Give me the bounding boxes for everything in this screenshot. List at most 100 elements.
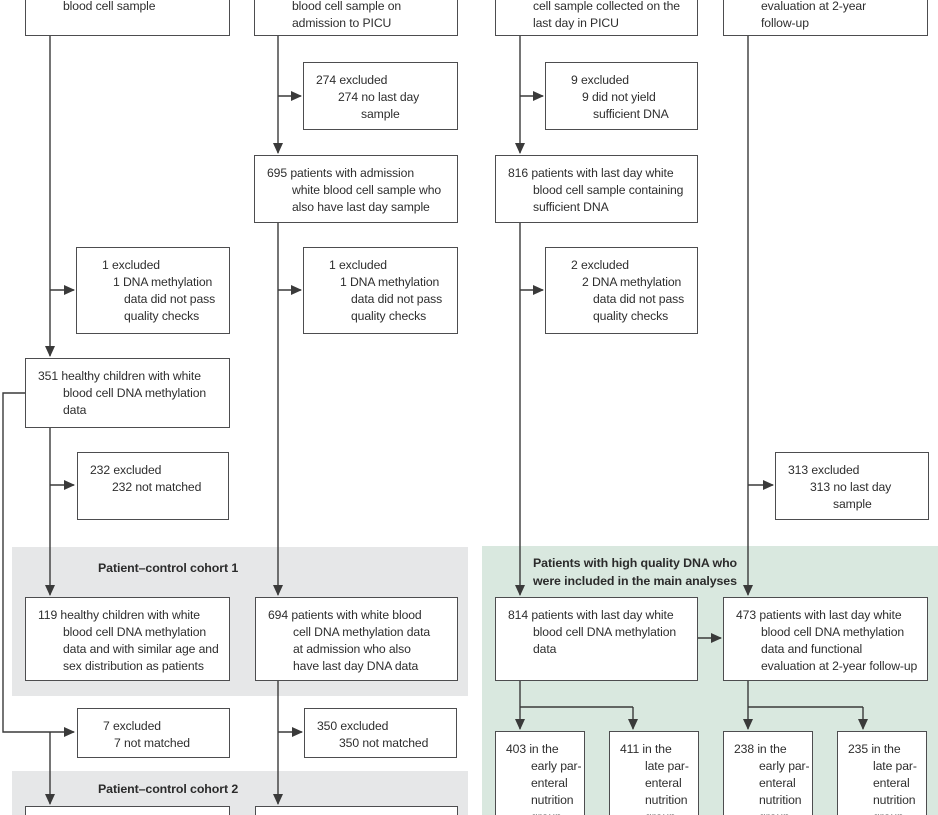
- box-line: blood cell sample: [63, 0, 156, 13]
- box-411-late-pn: 411 in the late par-enteral nutrition group: [609, 731, 699, 815]
- box-excluded-9: 9 excluded 9 did not yield sufficient DNA: [545, 62, 698, 130]
- box-line: have last day DNA data: [293, 659, 419, 673]
- box-line: 350 excluded: [317, 719, 389, 733]
- box-line: enteral: [873, 776, 910, 790]
- box-text: 411 in the late par-enteral nutrition group: [610, 732, 698, 815]
- box-line: sufficient DNA: [533, 200, 609, 214]
- box-235-late-pn: 235 in the late par-enteral nutrition group: [837, 731, 927, 815]
- box-line: data did not pass: [593, 292, 685, 306]
- box-text: 235 in the late par-enteral nutrition group: [838, 732, 926, 815]
- box-line: early par-: [759, 759, 810, 773]
- box-line: enteral: [645, 776, 682, 790]
- box-line: 274 excluded: [316, 73, 388, 87]
- box-line: quality checks: [124, 309, 200, 323]
- label-main-analyses: Patients with high quality DNA who were …: [533, 555, 737, 590]
- box-line: data: [63, 403, 87, 417]
- box-line: 7 excluded: [103, 719, 161, 733]
- box-line: blood cell DNA methylation: [533, 625, 677, 639]
- box-text: 274 excluded 274 no last day sample: [304, 63, 457, 132]
- box-line: also have last day sample: [292, 200, 430, 214]
- box-line: quality checks: [593, 309, 669, 323]
- box-line: last day in PICU: [533, 16, 619, 30]
- label-main-analyses-line2: were included in the main analyses: [533, 573, 737, 588]
- box-cohort2-right: [255, 806, 458, 815]
- box-line: blood cell sample on: [292, 0, 402, 13]
- box-line: 313 no last day: [810, 480, 892, 494]
- box-text: [26, 807, 229, 815]
- box-text: 7 excluded 7 not matched: [78, 709, 229, 761]
- box-text: [256, 807, 457, 815]
- box-line: admission to PICU: [292, 16, 392, 30]
- box-line: nutrition: [873, 793, 916, 807]
- box-line: blood cell DNA methylation: [761, 625, 905, 639]
- box-line: 274 no last day: [338, 90, 420, 104]
- box-line: 1 DNA methylation: [340, 275, 440, 289]
- box-excluded-350: 350 excluded 350 not matched: [304, 708, 457, 758]
- box-text: 119 healthy children with white blood cel…: [26, 598, 229, 684]
- box-line: 350 not matched: [339, 736, 429, 750]
- box-line: cell DNA methylation data: [293, 625, 431, 639]
- box-line: evaluation at 2-year: [761, 0, 867, 13]
- box-line: 7 not matched: [114, 736, 190, 750]
- box-line: nutrition: [531, 793, 574, 807]
- box-line: sample: [361, 107, 400, 121]
- box-line: group: [620, 809, 696, 815]
- box-line: data and with similar age and: [63, 642, 219, 656]
- box-line: at admission who also: [293, 642, 411, 656]
- box-excluded-7: 7 excluded 7 not matched: [77, 708, 230, 758]
- box-line: early par-: [531, 759, 582, 773]
- box-line: 1 excluded: [102, 258, 160, 272]
- box-text: cell sample collected on the last day in …: [508, 0, 695, 32]
- box-line: 119 healthy children with white: [38, 608, 200, 622]
- box-line: late par-: [645, 759, 689, 773]
- box-top-col1: blood cell sample: [25, 0, 230, 36]
- box-line: quality checks: [351, 309, 427, 323]
- box-line: data and functional: [761, 642, 863, 656]
- box-top-col2: blood cell sample on admission to PICU: [254, 0, 458, 36]
- box-line: nutrition: [645, 793, 688, 807]
- box-line: cell sample collected on the: [533, 0, 680, 13]
- box-line: 411 in the: [620, 742, 672, 756]
- box-line: late par-: [873, 759, 917, 773]
- box-line: 9 did not yield: [582, 90, 656, 104]
- box-line: blood cell DNA methylation: [63, 625, 207, 639]
- box-line: 9 excluded: [571, 73, 629, 87]
- box-line: data did not pass: [124, 292, 216, 306]
- box-line: group: [734, 809, 810, 815]
- box-line: evaluation at 2-year follow-up: [761, 659, 918, 673]
- box-line: group: [506, 809, 582, 815]
- box-line: 235 in the: [848, 742, 901, 756]
- box-line: sufficient DNA: [593, 107, 669, 121]
- box-text: 473 patients with last day white blood ce…: [724, 598, 927, 684]
- label-main-analyses-line1: Patients with high quality DNA who: [533, 556, 738, 570]
- box-line: 816 patients with last day white: [508, 166, 674, 180]
- box-line: 351 healthy children with white: [38, 369, 201, 383]
- box-line: 313 excluded: [788, 463, 860, 477]
- box-line: data did not pass: [351, 292, 443, 306]
- box-line: group: [848, 809, 924, 815]
- box-line: 232 not matched: [112, 480, 202, 494]
- box-line: 473 patients with last day white: [736, 608, 902, 622]
- box-text: blood cell sample on admission to PICU: [267, 0, 455, 32]
- box-line: nutrition: [759, 793, 802, 807]
- label-cohort-2: Patient–control cohort 2: [98, 782, 239, 796]
- box-line: 695 patients with admission: [267, 166, 415, 180]
